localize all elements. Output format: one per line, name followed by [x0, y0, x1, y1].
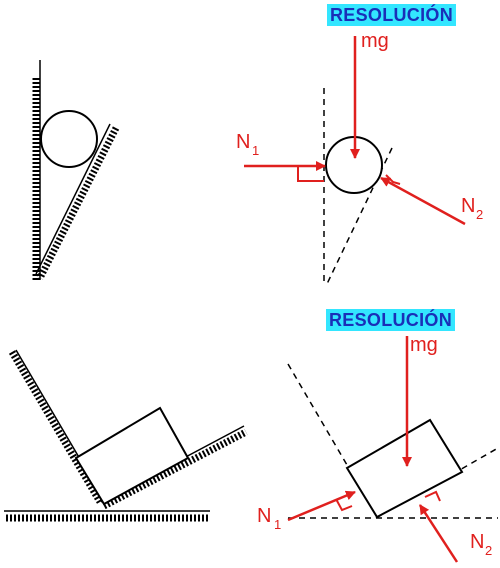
- inclined-wall: [35, 123, 111, 275]
- normal-2-arrow-block: [418, 504, 459, 563]
- sphere-free-body-diagram: mg N 1 N 2: [236, 30, 483, 287]
- sphere-in-wedge-setup: [32, 60, 120, 280]
- normal-1-arrow-block: [287, 490, 356, 522]
- left-incline-hatch: [8, 350, 104, 504]
- right-incline-hatch: [102, 428, 248, 510]
- normal-1-subscript: 1: [252, 143, 259, 158]
- weight-label: mg: [361, 30, 389, 52]
- block-body: [345, 418, 464, 519]
- weight-label-block: mg: [410, 334, 438, 356]
- block-free-body-diagram: mg N 1 N 2: [257, 334, 499, 563]
- normal-2-arrow: [380, 176, 466, 226]
- normal-2-subscript: 2: [476, 207, 483, 222]
- inclined-wall-hatch: [36, 126, 120, 280]
- normal-1-subscript-block: 1: [274, 517, 281, 532]
- resolution-badge-top: RESOLUCIÓN: [327, 4, 457, 26]
- normal-2-label: N: [461, 195, 475, 217]
- normal-2-right-angle-block: [424, 490, 441, 502]
- normal-1-label: N: [236, 131, 250, 153]
- block-in-corner-setup: [4, 349, 248, 522]
- normal-2-label-block: N: [470, 531, 484, 553]
- normal-1-right-angle-block: [335, 498, 353, 512]
- sphere: [40, 110, 98, 168]
- normal-1-right-angle: [297, 166, 324, 182]
- normal-1-label-block: N: [257, 505, 271, 527]
- resolution-badge-bottom: RESOLUCIÓN: [326, 309, 456, 331]
- normal-2-right-angle: [385, 174, 401, 185]
- normal-2-subscript-block: 2: [485, 543, 492, 558]
- block: [74, 406, 190, 506]
